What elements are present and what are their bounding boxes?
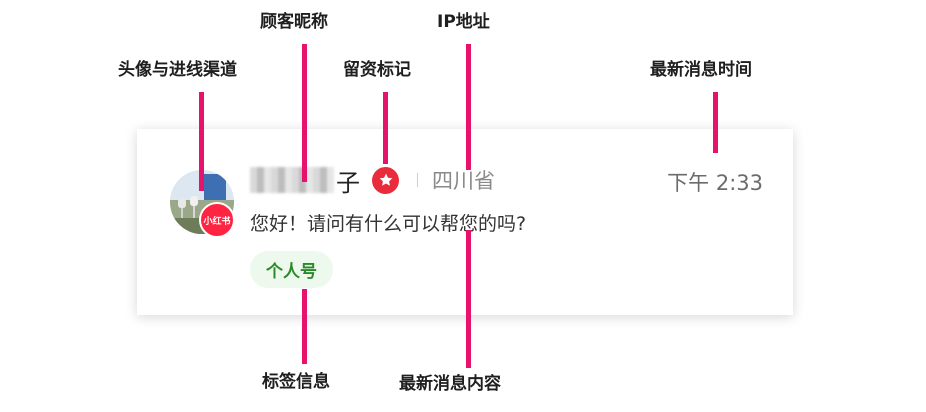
annotation-tag-info: 标签信息 <box>262 372 330 392</box>
leader-tag-info <box>302 289 307 364</box>
leader-avatar-channel <box>199 92 204 191</box>
divider <box>417 173 418 187</box>
annotation-nickname: 顾客昵称 <box>260 12 328 32</box>
star-icon <box>372 166 399 194</box>
annotation-latest-time: 最新消息时间 <box>650 60 752 80</box>
chat-list-item[interactable]: 小红书 子 四川省 下午 2:33 您好！请问有什么可以帮您的吗? 个人号 <box>137 129 793 315</box>
annotation-avatar-channel: 头像与进线渠道 <box>118 60 237 80</box>
ip-location: 四川省 <box>432 169 495 193</box>
latest-message-time: 下午 2:33 <box>667 171 763 195</box>
tag-badge[interactable]: 个人号 <box>250 251 333 288</box>
leader-latest-content <box>466 230 471 368</box>
nickname: 子 <box>336 168 360 197</box>
leader-latest-time <box>713 92 718 153</box>
nickname-blurred <box>250 167 334 193</box>
leader-nickname <box>302 44 307 182</box>
name-row: 子 四川省 <box>250 165 495 197</box>
channel-badge: 小红书 <box>199 202 235 238</box>
annotation-lead-mark: 留资标记 <box>343 60 411 80</box>
annotation-latest-content: 最新消息内容 <box>399 374 501 394</box>
latest-message-content: 您好！请问有什么可以帮您的吗? <box>250 213 527 235</box>
annotation-ip-address: IP地址 <box>437 12 490 32</box>
leader-ip-address <box>466 44 471 170</box>
leader-lead-mark <box>383 92 388 164</box>
